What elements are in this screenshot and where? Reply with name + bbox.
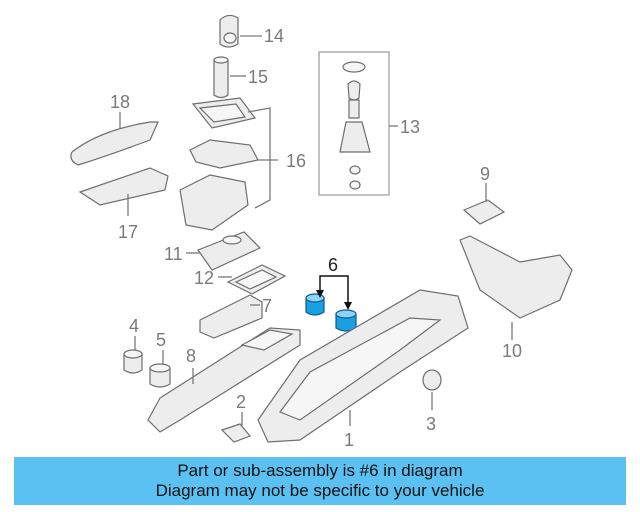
banner-line-2: Diagram may not be specific to your vehi…: [155, 481, 485, 500]
part-4-cap: [123, 349, 143, 374]
part-2-clip: [220, 423, 252, 443]
callout-4: 4: [129, 316, 139, 336]
callout-10: 10: [502, 341, 522, 361]
banner-line-1: Part or sub-assembly is #6 in diagram: [177, 461, 463, 480]
callout-2: 2: [236, 392, 246, 412]
part-16-shifter-bezel: [179, 97, 259, 231]
callout-1: 1: [344, 430, 354, 450]
part-3-plug: [422, 369, 442, 391]
part-8-trim-strip: [147, 327, 301, 433]
callout-6: 6: [328, 255, 338, 275]
part-5-cap: [149, 363, 171, 388]
callout-12: 12: [194, 268, 214, 288]
callout-16: 16: [286, 151, 306, 171]
part-9-panel: [462, 199, 506, 225]
part-1-center-console: [257, 289, 469, 443]
callout-11: 11: [164, 244, 183, 264]
callout-17: 17: [118, 222, 138, 242]
part-11-shifter-bezel: [197, 231, 262, 271]
part-14-shift-knob: [219, 14, 239, 48]
callout-13: 13: [400, 117, 420, 137]
callout-8: 8: [186, 346, 196, 366]
part-15-shift-boot: [213, 56, 229, 99]
part-18-trim-panel: [70, 121, 159, 166]
callout-7: 7: [262, 296, 272, 316]
callout-6-leader: [319, 275, 349, 308]
callout-18: 18: [110, 92, 130, 112]
part-10-rear-bracket: [459, 235, 573, 319]
callout-15: 15: [248, 67, 268, 87]
part-13-shift-lever: [339, 61, 371, 190]
part-7-tray: [199, 294, 263, 339]
callout-3: 3: [426, 414, 436, 434]
parts-diagram: 14 15 16 13 18 17 11: [70, 14, 573, 450]
part-12-cover: [226, 264, 287, 295]
part-17-bracket: [78, 167, 169, 206]
info-banner: Part or sub-assembly is #6 in diagram Di…: [14, 457, 626, 505]
callout-14: 14: [264, 26, 284, 46]
part-6-cup-inserts: [305, 293, 357, 332]
callout-5: 5: [156, 330, 166, 350]
callout-9: 9: [480, 164, 490, 184]
